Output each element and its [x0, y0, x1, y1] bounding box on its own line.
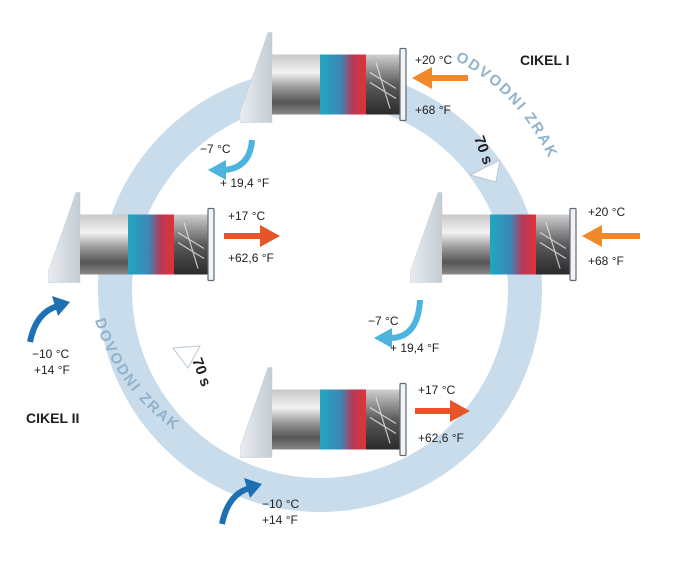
top-unit-exhaust-f: + 19,4 °F	[220, 176, 270, 190]
cycle-2-label: CIKEL II	[26, 410, 80, 426]
right-unit-exhaust-f: + 19,4 °F	[390, 341, 440, 355]
cycle-1-label: CIKEL I	[520, 52, 570, 68]
left-unit-outdoor-c: −10 °C	[32, 347, 70, 361]
arrow-left-supply	[27, 296, 70, 343]
arrow-top-exhaust	[208, 139, 255, 180]
bottom-unit-outdoor-f: +14 °F	[262, 513, 298, 527]
timer-left: 70 s	[172, 345, 214, 389]
top-unit-outdoor-f: +68 °F	[415, 103, 451, 117]
left-unit-supply-c: +17 °C	[228, 209, 266, 223]
svg-text:70 s: 70 s	[188, 356, 214, 389]
arrow-right-exhaust	[374, 299, 423, 348]
top-unit-exhaust-c: −7 °C	[200, 142, 231, 156]
right-unit-outdoor-c: +20 °C	[588, 205, 626, 219]
right-unit-outdoor-f: +68 °F	[588, 254, 624, 268]
bottom-unit-outdoor-c: −10 °C	[262, 497, 300, 511]
arrow-left-out	[224, 225, 280, 247]
arrow-bottom-supply	[219, 478, 262, 525]
arrow-top-in	[412, 67, 468, 89]
top-unit-outdoor-c: +20 °C	[415, 53, 453, 67]
arrow-right-in	[582, 225, 640, 247]
right-unit-exhaust-c: −7 °C	[368, 314, 399, 328]
bottom-unit-supply-f: +62,6 °F	[418, 431, 464, 445]
arrow-bottom-out	[415, 400, 470, 422]
left-unit-outdoor-f: +14 °F	[34, 363, 70, 377]
unit-bottom	[240, 366, 407, 459]
bottom-unit-supply-c: +17 °C	[418, 383, 456, 397]
unit-top	[240, 31, 407, 124]
left-unit-supply-f: +62,6 °F	[228, 251, 274, 265]
